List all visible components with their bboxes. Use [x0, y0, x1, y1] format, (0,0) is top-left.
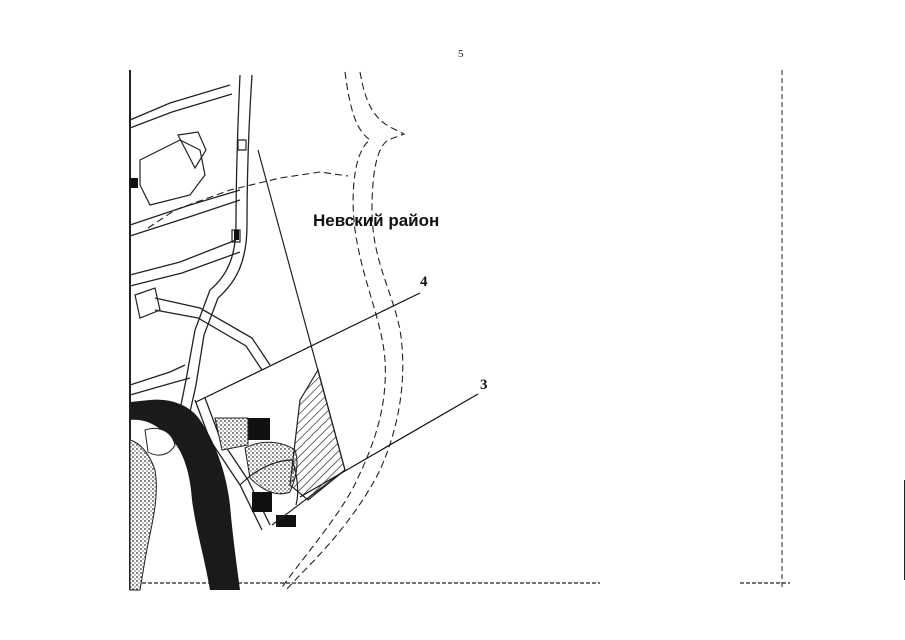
leader-line-4 — [195, 292, 421, 403]
leader-line-3 — [299, 393, 479, 498]
hatched-zone — [289, 368, 346, 501]
roads — [129, 74, 271, 531]
callout-leaders — [195, 292, 479, 498]
dark-blocks — [130, 178, 296, 527]
callout-label-4: 4 — [420, 274, 428, 290]
district-boundary — [147, 71, 406, 591]
district-label: Невский район — [313, 211, 440, 230]
callout-label-3: 3 — [480, 377, 488, 393]
river — [129, 399, 240, 591]
page-number: 5 — [458, 48, 464, 60]
stippled-areas — [214, 417, 298, 495]
building-blocks — [134, 131, 247, 319]
zone-outline — [239, 149, 346, 526]
